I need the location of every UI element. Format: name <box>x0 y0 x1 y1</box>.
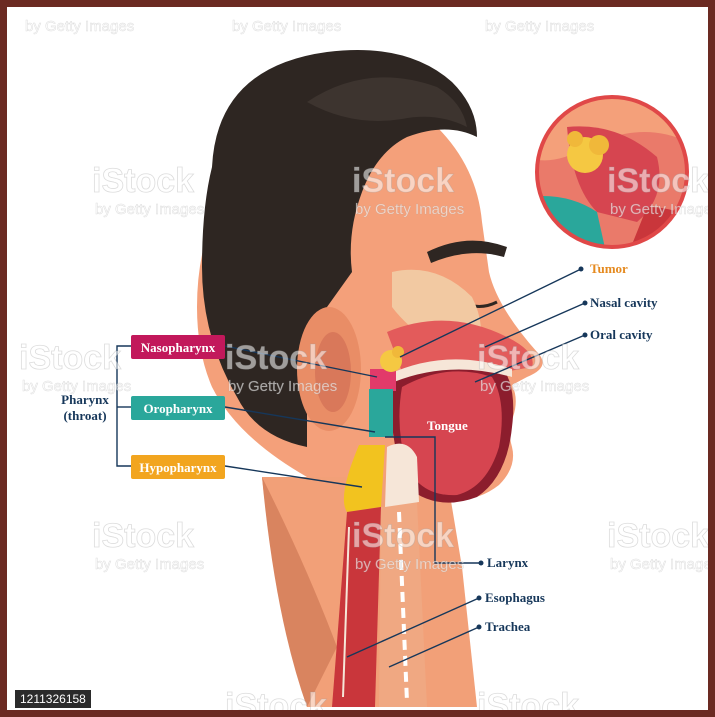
nasopharynx-label: Nasopharynx <box>141 340 216 355</box>
svg-text:by Getty Images: by Getty Images <box>232 18 341 35</box>
svg-text:by Getty Images: by Getty Images <box>22 378 131 395</box>
trachea-label: Trachea <box>485 619 531 634</box>
anatomy-illustration: Nasopharynx Oropharynx Hypopharynx Phary… <box>7 7 715 717</box>
pharynx-sublabel: (throat) <box>63 408 106 423</box>
svg-text:iStock: iStock <box>477 687 579 717</box>
svg-text:by Getty Images: by Getty Images <box>95 201 204 218</box>
larynx-shape <box>385 444 419 507</box>
svg-text:iStock: iStock <box>607 517 709 555</box>
svg-text:iStock: iStock <box>607 162 709 200</box>
svg-text:by Getty Images: by Getty Images <box>228 378 337 395</box>
svg-text:iStock: iStock <box>92 162 194 200</box>
svg-text:by Getty Images: by Getty Images <box>25 18 134 35</box>
svg-text:iStock: iStock <box>92 517 194 555</box>
nasopharynx-region <box>370 369 396 391</box>
svg-text:iStock: iStock <box>352 517 454 555</box>
oropharynx-label: Oropharynx <box>143 401 213 416</box>
svg-text:by Getty Images: by Getty Images <box>610 556 715 573</box>
svg-text:iStock: iStock <box>19 339 121 377</box>
svg-text:by Getty Images: by Getty Images <box>355 201 464 218</box>
nasal-cavity-label: Nasal cavity <box>590 295 658 310</box>
svg-text:iStock: iStock <box>477 339 579 377</box>
svg-text:by Getty Images: by Getty Images <box>610 201 715 218</box>
tongue-label: Tongue <box>427 418 468 433</box>
hypopharynx-label: Hypopharynx <box>139 460 217 475</box>
tumor-label: Tumor <box>590 261 628 276</box>
oropharynx-region <box>369 389 393 437</box>
svg-text:iStock: iStock <box>225 339 327 377</box>
svg-text:by Getty Images: by Getty Images <box>355 556 464 573</box>
svg-text:by Getty Images: by Getty Images <box>480 378 589 395</box>
image-id-badge: 1211326158 <box>15 690 91 708</box>
svg-text:by Getty Images: by Getty Images <box>485 18 594 35</box>
svg-text:by Getty Images: by Getty Images <box>95 556 204 573</box>
svg-text:iStock: iStock <box>352 162 454 200</box>
oral-cavity-label: Oral cavity <box>590 327 653 342</box>
larynx-label: Larynx <box>487 555 529 570</box>
esophagus-label: Esophagus <box>485 590 545 605</box>
svg-text:iStock: iStock <box>225 687 327 717</box>
